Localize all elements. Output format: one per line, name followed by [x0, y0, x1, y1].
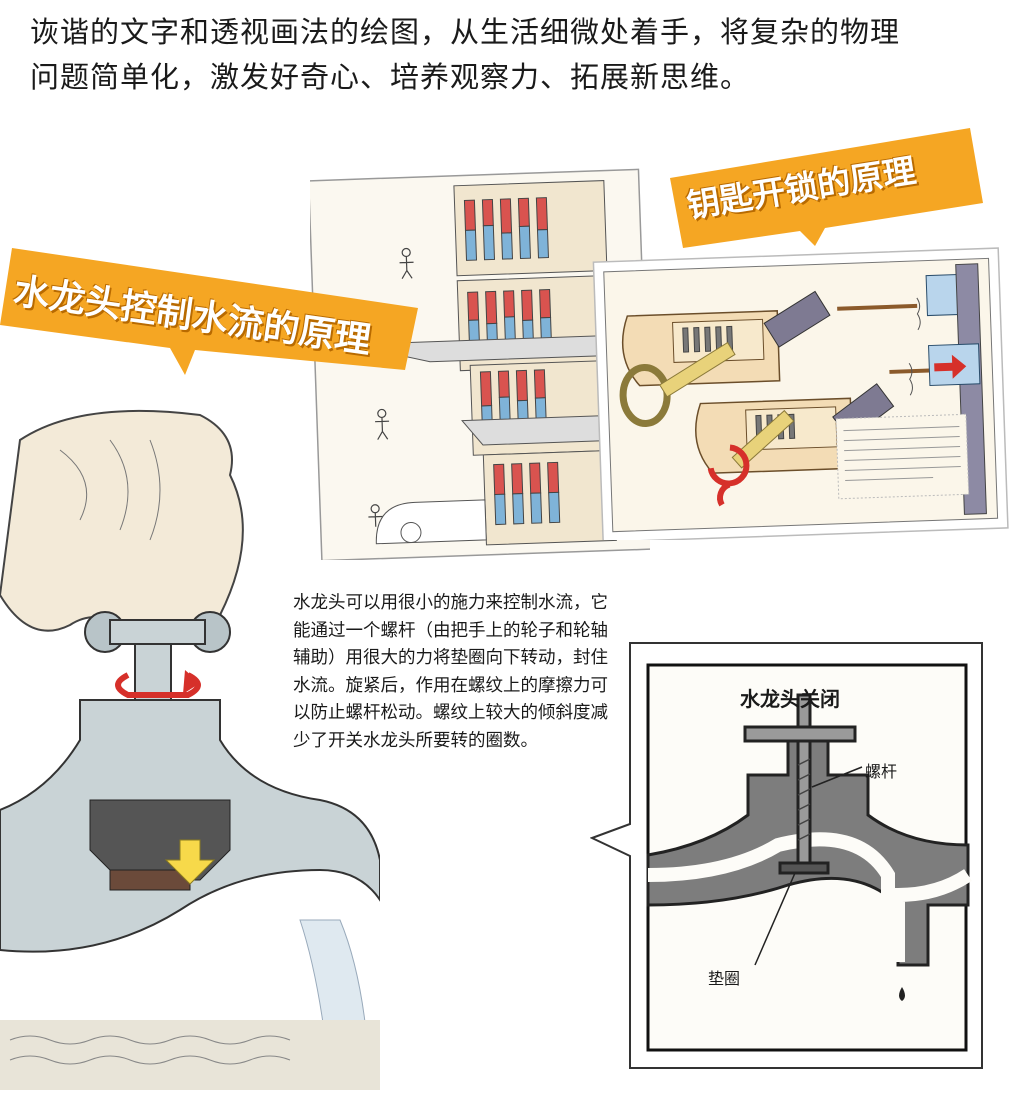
washer-label: 垫圈 — [708, 969, 741, 988]
stem-label: 螺杆 — [865, 762, 898, 781]
cylinder-lock-illustration — [590, 240, 1015, 543]
intro-text: 诙谐的文字和透视画法的绘图，从生活细微处着手，将复杂的物理 问题简单化，激发好奇… — [30, 10, 1000, 100]
banner-shape — [0, 248, 418, 375]
faucet-closed-title: 水龙头关闭 — [740, 687, 840, 711]
faucet-description: 水龙头可以用很小的施力来控制水流，它能通过一个螺杆（由把手上的轮子和轮轴辅助）用… — [293, 593, 608, 751]
faucet-illustration — [0, 400, 381, 1090]
faucet-closed-drawing — [589, 642, 983, 1069]
faucet-drawing — [0, 409, 381, 1090]
cylinder-lock-drawing — [592, 247, 1009, 543]
pin-tumbler-drawing — [307, 168, 653, 562]
lock-principle-banner: 钥匙开锁的原理 — [665, 118, 985, 248]
pin-tumbler-illustration — [307, 160, 653, 562]
intro-line-2: 问题简单化，激发好奇心、培养观察力、拓展新思维。 — [30, 60, 751, 94]
intro-line-1: 诙谐的文字和透视画法的绘图，从生活细微处着手，将复杂的物理 — [30, 15, 901, 49]
faucet-principle-banner: 水龙头控制水流的原理 — [0, 230, 430, 380]
banner-shape — [670, 128, 983, 248]
faucet-closed-diagram: 水龙头关闭 螺杆 垫圈 — [589, 635, 990, 1075]
